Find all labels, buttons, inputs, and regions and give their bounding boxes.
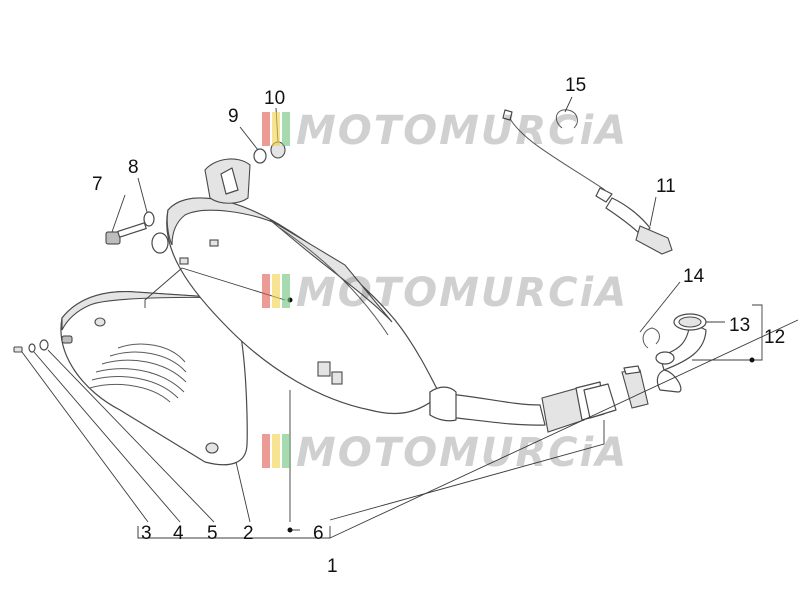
fasteners-part: [105, 141, 286, 245]
callout-dot-12: [749, 357, 755, 363]
elbow-pipe-part: [655, 313, 707, 393]
watermark-3: MOTOMURCiA: [262, 430, 628, 476]
label-part-11: 11: [656, 176, 676, 197]
shield-screw-set: [13, 335, 73, 353]
label-part-10: 10: [264, 88, 285, 109]
label-part-5: 5: [207, 523, 218, 544]
label-part-6: 6: [313, 523, 324, 544]
leader-lines: [21, 96, 799, 539]
circlip-part: [555, 109, 660, 349]
label-part-3: 3: [141, 523, 152, 544]
watermark-2: MOTOMURCiA: [262, 270, 628, 316]
heat-shield-part: [60, 291, 248, 466]
label-part-1: 1: [327, 556, 338, 577]
label-part-2: 2: [243, 523, 254, 544]
label-part-12: 12: [764, 327, 785, 348]
lambda-sensor-part: [502, 109, 673, 255]
label-part-4: 4: [173, 523, 184, 544]
exhaust-pipe-part: [429, 381, 605, 433]
watermark-text-2: MOTOMURCiA: [296, 270, 628, 316]
watermark-1: MOTOMURCiA: [262, 108, 628, 154]
callout-dot-6: [287, 527, 293, 533]
label-part-14: 14: [683, 266, 705, 287]
label-part-9: 9: [228, 106, 239, 127]
clamp-part: [583, 365, 649, 419]
watermark-text-3: MOTOMURCiA: [296, 430, 628, 476]
label-part-15: 15: [565, 75, 586, 96]
watermark-text-1: MOTOMURCiA: [296, 108, 628, 154]
silencer-body-part: [151, 158, 441, 415]
label-part-13: 13: [729, 315, 750, 336]
label-part-8: 8: [128, 157, 139, 178]
label-part-7: 7: [92, 174, 103, 195]
